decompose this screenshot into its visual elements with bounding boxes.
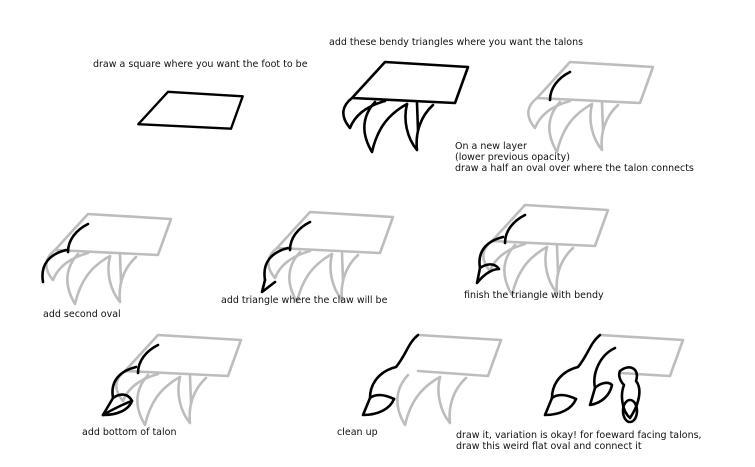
step-7-drawing — [101, 333, 243, 427]
step-5-drawing — [260, 210, 395, 304]
step-4-drawing — [41, 212, 173, 306]
step-6-caption: finish the triangle with bendy — [464, 290, 604, 301]
step-1-drawing — [137, 90, 244, 130]
step-2-caption: add these bendy triangles where you want… — [329, 37, 584, 48]
step-3-drawing — [527, 60, 655, 154]
step-2-drawing — [342, 60, 470, 154]
step-1-caption: draw a square where you want the foot to… — [93, 59, 308, 70]
step-7-caption: add bottom of talon — [82, 427, 177, 438]
step-4-caption: add second oval — [43, 309, 121, 320]
step-5-caption: add triangle where the claw will be — [221, 295, 388, 306]
step-8-drawing — [361, 333, 503, 427]
step-8-caption: clean up — [337, 427, 378, 438]
step-6-drawing — [475, 203, 610, 297]
step-3-caption: On a new layer (lower previous opacity) … — [455, 141, 694, 174]
step-9-drawing — [543, 333, 685, 424]
step-9-caption: draw it, variation is okay! for foeward … — [456, 430, 702, 452]
